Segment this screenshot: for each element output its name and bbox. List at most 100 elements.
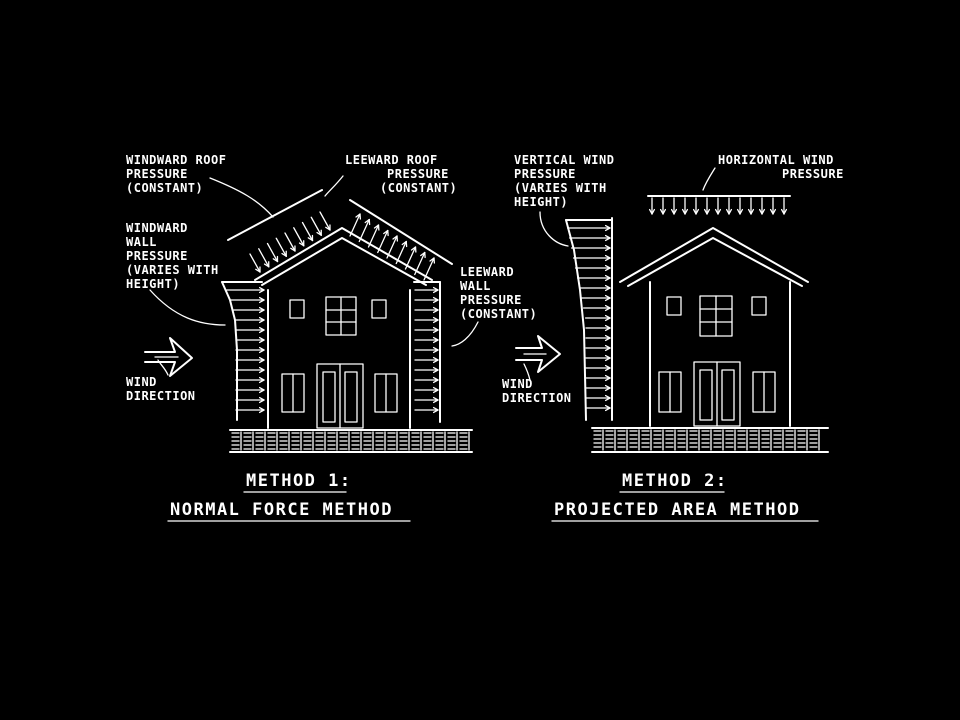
- roof-pressure-arrow: [301, 221, 314, 242]
- roof-pressure-arrow: [395, 240, 408, 265]
- vertical-pressure-arrow: [568, 234, 611, 242]
- wall-pressure-arrow: [235, 346, 265, 354]
- vertical-pressure-arrow: [566, 224, 611, 232]
- wall-pressure-arrow: [414, 306, 439, 314]
- vertical-pressure-arrow: [585, 354, 611, 362]
- house-1: [254, 227, 433, 429]
- wall-pressure-arrow: [235, 396, 265, 404]
- horizontal-pressure-arrow: [780, 197, 788, 215]
- wall-pressure-arrow: [235, 406, 265, 414]
- method-1-title: METHOD 1:: [246, 471, 352, 491]
- leeward-roof-label: LEEWARD ROOF PRESSURE (CONSTANT): [345, 153, 457, 195]
- roof-pressure-arrow: [275, 237, 287, 257]
- roof-pressure-arrow: [284, 232, 296, 252]
- windward-wall-label: WINDWARD WALL PRESSURE (VARIES WITH HEIG…: [126, 221, 226, 291]
- leeward-roof-pressure-1: [349, 199, 453, 281]
- vertical-wind-label: VERTICAL WIND PRESSURE (VARIES WITH HEIG…: [514, 153, 622, 209]
- wall-pressure-arrow: [414, 376, 439, 384]
- wall-pressure-arrow: [235, 336, 265, 344]
- vertical-pressure-arrow: [578, 284, 611, 292]
- horizontal-pressure-arrow: [725, 197, 733, 215]
- method-2-title: METHOD 2:: [622, 471, 728, 491]
- vertical-pressure-arrow: [585, 334, 611, 342]
- wall-pressure-arrow: [235, 376, 265, 384]
- wind-direction-label-1: WIND DIRECTION: [126, 375, 196, 403]
- wind-direction-label-2: WIND DIRECTION: [502, 377, 572, 405]
- horizontal-pressure-arrow: [681, 197, 689, 215]
- wall-pressure-arrow: [414, 296, 439, 304]
- roof-pressure-arrow: [367, 224, 380, 248]
- roof-pressure-arrow: [266, 242, 279, 263]
- leeward-wall-label: LEEWARD WALL PRESSURE (CONSTANT): [460, 265, 537, 321]
- wall-pressure-arrow: [414, 356, 439, 364]
- vertical-wind-pressure-2: [565, 217, 613, 421]
- wall-pressure-arrow: [235, 316, 265, 324]
- roof-pressure-arrow: [377, 229, 389, 254]
- roof-pressure-arrow: [358, 218, 371, 243]
- roof-pressure-arrow: [404, 246, 417, 270]
- vertical-pressure-arrow: [585, 324, 611, 332]
- horizontal-pressure-arrow: [758, 197, 766, 215]
- vertical-pressure-arrow: [584, 314, 611, 322]
- wall-pressure-arrow: [414, 286, 439, 294]
- leader-lines-1: [149, 175, 479, 376]
- wall-pressure-arrow: [235, 366, 265, 374]
- horizontal-pressure-arrow: [692, 197, 700, 215]
- roof-pressure-arrow: [414, 251, 426, 276]
- vertical-pressure-arrow: [574, 264, 611, 272]
- roof-pressure-arrow: [293, 227, 305, 247]
- roof-pressure-arrow: [319, 211, 331, 231]
- leader-lines-2: [523, 167, 716, 381]
- vertical-pressure-arrow: [585, 384, 611, 392]
- wall-pressure-arrow: [235, 326, 265, 334]
- wall-pressure-arrow: [414, 326, 439, 334]
- horizontal-pressure-arrow: [769, 197, 777, 215]
- vertical-pressure-arrow: [572, 254, 611, 262]
- horizontal-pressure-arrow: [703, 197, 711, 215]
- wall-pressure-arrow: [414, 336, 439, 344]
- roof-pressure-arrow: [349, 213, 362, 237]
- house-2: [619, 227, 809, 427]
- vertical-pressure-arrow: [580, 294, 611, 302]
- vertical-pressure-arrow: [585, 394, 611, 402]
- method-2-subtitle: PROJECTED AREA METHOD: [554, 500, 800, 520]
- vertical-pressure-arrow: [585, 374, 611, 382]
- wall-pressure-arrow: [233, 306, 265, 314]
- windward-roof-label: WINDWARD ROOF PRESSURE (CONSTANT): [126, 153, 234, 195]
- method-2-figure: VERTICAL WIND PRESSURE (VARIES WITH HEIG…: [502, 153, 844, 522]
- windward-roof-pressure-1: [227, 189, 331, 273]
- wall-pressure-arrow: [414, 316, 439, 324]
- vertical-pressure-arrow: [582, 304, 611, 312]
- windward-wall-pressure-1: [221, 281, 265, 421]
- horizontal-wind-label: HORIZONTAL WIND PRESSURE: [718, 153, 844, 181]
- method-1-figure: WINDWARD ROOF PRESSURE (CONSTANT) LEEWAR…: [126, 153, 537, 522]
- roof-pressure-arrow: [249, 253, 261, 273]
- horizontal-pressure-arrow: [736, 197, 744, 215]
- ground-hatch-1: [229, 429, 473, 453]
- leeward-wall-pressure-1: [413, 281, 441, 423]
- method-1-subtitle: NORMAL FORCE METHOD: [170, 500, 393, 520]
- roof-pressure-arrow: [310, 216, 322, 236]
- vertical-pressure-arrow: [585, 404, 611, 412]
- vertical-pressure-arrow: [585, 364, 611, 372]
- horizontal-pressure-arrow: [659, 197, 667, 215]
- roof-pressure-arrow: [386, 235, 399, 259]
- wall-pressure-arrow: [414, 346, 439, 354]
- horizontal-pressure-arrow: [747, 197, 755, 215]
- wall-pressure-arrow: [414, 366, 439, 374]
- horizontal-pressure-arrow: [648, 197, 656, 215]
- wind-arrow-1: [144, 337, 193, 377]
- roof-pressure-arrow: [423, 257, 436, 281]
- wall-pressure-arrow: [235, 386, 265, 394]
- wall-pressure-arrow: [414, 386, 439, 394]
- ground-hatch-2: [591, 427, 829, 453]
- wall-pressure-arrow: [226, 286, 265, 294]
- wall-pressure-arrow: [229, 296, 265, 304]
- wall-pressure-arrow: [414, 396, 439, 404]
- vertical-pressure-arrow: [570, 244, 611, 252]
- vertical-pressure-arrow: [585, 344, 611, 352]
- wall-pressure-arrow: [414, 406, 439, 414]
- horizontal-pressure-arrow: [670, 197, 678, 215]
- horizontal-wind-pressure-2: [647, 195, 791, 215]
